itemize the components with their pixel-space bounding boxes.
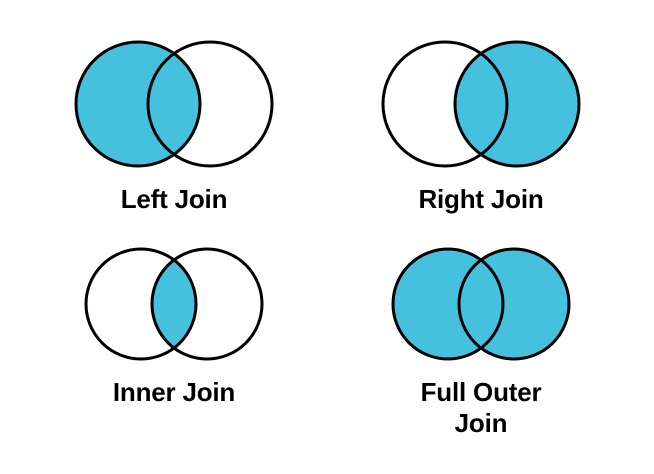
diagram-inner-join: Inner Join (13, 243, 335, 408)
diagram-label-full-outer-join: Full Outer Join (420, 377, 542, 438)
right-join-venn (381, 40, 581, 168)
left-circle-outline (381, 40, 509, 168)
diagram-label-inner-join: Inner Join (112, 377, 236, 407)
diagram-full-outer-join: Full Outer Join (320, 243, 642, 438)
diagram-label-left-join: Left Join (120, 184, 228, 214)
diagram-right-join: Right Join (320, 36, 642, 215)
right-circle-outline (150, 247, 264, 361)
diagram-label-right-join: Right Join (418, 184, 544, 214)
right-circle-outline (453, 40, 581, 168)
full-outer-join-venn (391, 247, 571, 361)
intersection-region (148, 42, 200, 166)
intersection-region (152, 249, 196, 359)
diagram-left-join: Left Join (13, 36, 335, 215)
inner-join-venn (84, 247, 264, 361)
right-circle-outline (146, 40, 274, 168)
right-circle-outline (457, 247, 571, 361)
right-set-region (459, 249, 569, 359)
left-circle-outline (74, 40, 202, 168)
left-join-venn (74, 40, 274, 168)
left-circle-outline (84, 247, 198, 361)
left-circle-outline (391, 247, 505, 361)
intersection-region (455, 42, 507, 166)
